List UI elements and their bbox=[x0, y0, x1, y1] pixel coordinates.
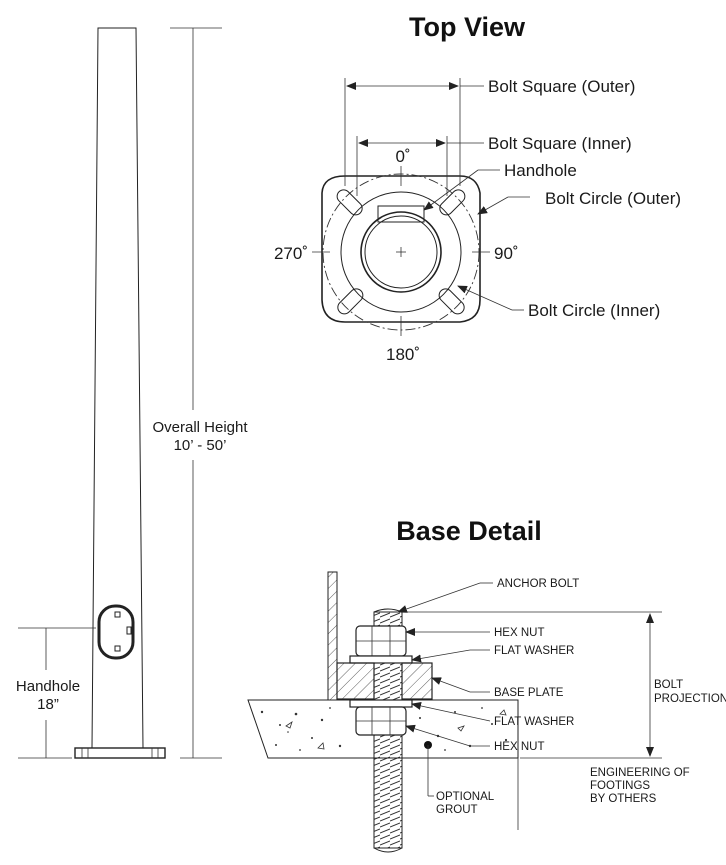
flat-washer-top bbox=[349, 655, 413, 664]
handhole-height-label: Handhole bbox=[16, 678, 80, 695]
handhole-screw-bottom bbox=[114, 645, 121, 652]
label-bolt-circle-outer: Bolt Circle (Outer) bbox=[545, 189, 681, 208]
bolt-slot-nw bbox=[336, 189, 363, 216]
label-optional-grout-1: OPTIONAL bbox=[436, 791, 495, 803]
label-anchor-bolt: ANCHOR BOLT bbox=[497, 578, 579, 590]
label-handhole: Handhole bbox=[504, 161, 577, 180]
base-plate-left bbox=[336, 662, 375, 700]
label-optional-grout-2: GROUT bbox=[436, 804, 478, 816]
flat-washer-bottom bbox=[349, 699, 413, 708]
label-engineering-2: FOOTINGS bbox=[590, 780, 650, 792]
label-engineering-3: BY OTHERS bbox=[590, 793, 657, 805]
base-detail-heading: Base Detail bbox=[396, 516, 542, 546]
label-engineering-1: ENGINEERING OF bbox=[590, 767, 690, 779]
label-flat-washer-top: FLAT WASHER bbox=[494, 645, 574, 657]
label-bolt-projection-2: PROJECTION bbox=[654, 693, 726, 705]
bolt-slot-sw bbox=[337, 288, 364, 315]
label-angle-0: 0˚ bbox=[395, 147, 410, 166]
overall-height-value: 10’ - 50’ bbox=[174, 437, 227, 454]
pole-elevation: Overall Height 10’ - 50’ Handhole 18” bbox=[16, 27, 248, 759]
bolt-slot-ne bbox=[439, 189, 466, 216]
base-plate-right bbox=[401, 662, 433, 700]
label-angle-180: 180˚ bbox=[386, 345, 420, 364]
pole-handhole bbox=[97, 604, 135, 660]
base-detail: Base Detail bbox=[247, 516, 726, 853]
pole-base-plate bbox=[74, 747, 166, 759]
label-angle-90: 90˚ bbox=[494, 244, 519, 263]
pole-section-outer bbox=[360, 211, 442, 293]
label-hex-nut-bottom: HEX NUT bbox=[494, 741, 544, 753]
label-angle-270: 270˚ bbox=[274, 244, 308, 263]
bolt-circle-inner bbox=[340, 191, 462, 313]
overall-height-label: Overall Height bbox=[152, 419, 248, 436]
label-hex-nut-top: HEX NUT bbox=[494, 627, 544, 639]
pole-section-inner bbox=[364, 215, 438, 289]
label-bolt-square-outer: Bolt Square (Outer) bbox=[488, 77, 635, 96]
top-view-handhole bbox=[377, 205, 425, 223]
handhole-screw-top bbox=[114, 611, 121, 618]
label-flat-washer-bottom: FLAT WASHER bbox=[494, 716, 574, 728]
top-view-heading: Top View bbox=[409, 12, 526, 42]
top-view-base-plate bbox=[321, 175, 481, 323]
pole-wall-section bbox=[327, 571, 338, 701]
anchor-bolt-shank bbox=[373, 757, 403, 849]
label-bolt-circle-inner: Bolt Circle (Inner) bbox=[528, 301, 660, 320]
handhole-height-value: 18” bbox=[37, 696, 59, 713]
label-bolt-projection-1: BOLT bbox=[654, 679, 683, 691]
handhole-screw-side bbox=[126, 626, 132, 635]
label-base-plate: BASE PLATE bbox=[494, 687, 564, 699]
label-bolt-square-inner: Bolt Square (Inner) bbox=[488, 134, 632, 153]
bolt-slot-se bbox=[438, 288, 465, 315]
top-view: Top View Bolt Square (Outer) bbox=[274, 12, 681, 364]
